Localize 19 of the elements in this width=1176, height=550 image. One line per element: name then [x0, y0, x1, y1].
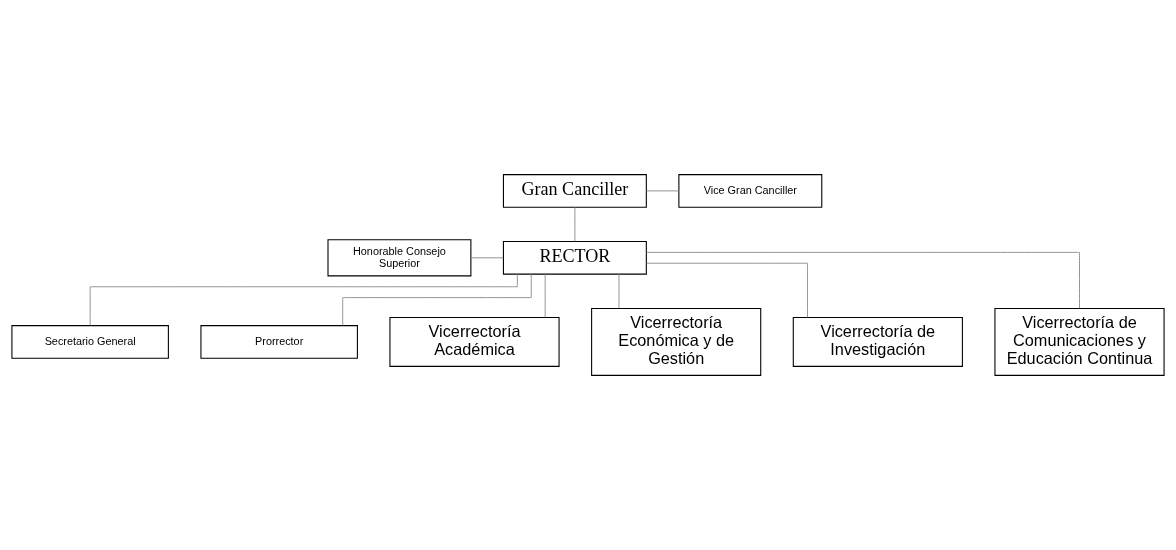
- connector: [574, 207, 576, 242]
- connector: [646, 262, 808, 318]
- node-box: Vice Gran Canciller: [678, 174, 823, 208]
- node-box: Vicerrectoría Académica: [389, 316, 560, 367]
- node-box: Vicerrectoría de Investigación: [792, 316, 963, 367]
- connector: [342, 273, 532, 326]
- node-box: Vicerrectoría de Comunicaciones y Educación Continua: [994, 307, 1165, 376]
- node-box: RECTOR: [502, 241, 647, 275]
- node-box: Vicerrectoría Económica y de Gestión: [591, 307, 762, 376]
- connector: [544, 274, 546, 318]
- connector: [470, 257, 504, 259]
- connector: [646, 190, 680, 192]
- node-box: Prorrector: [200, 325, 358, 359]
- node-box: Gran Canciller: [502, 174, 647, 208]
- node-box: Secretario General: [11, 325, 169, 359]
- connector: [89, 273, 518, 326]
- node-box: Honorable Consejo Superior: [327, 239, 472, 277]
- connector: [618, 274, 620, 309]
- connector: [645, 251, 1080, 309]
